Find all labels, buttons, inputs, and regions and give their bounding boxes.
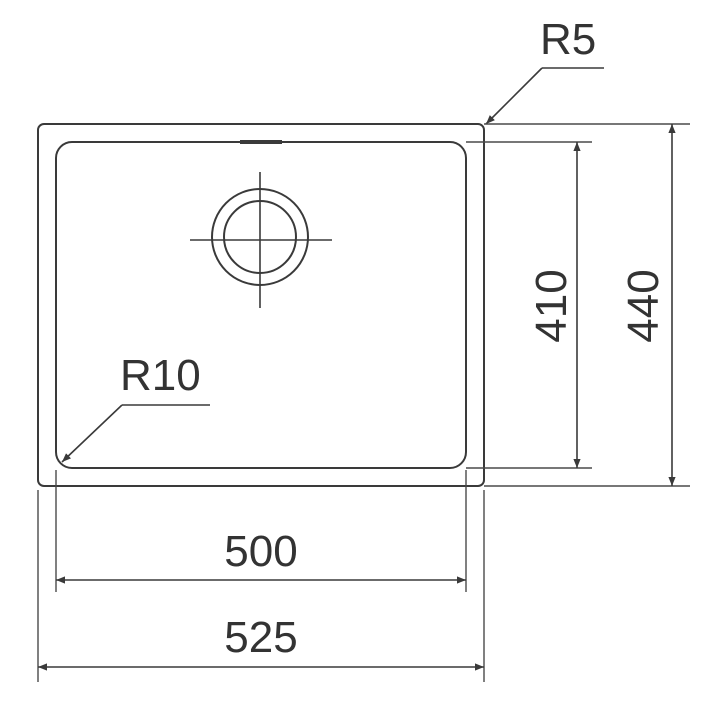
horizontal-extension-lines xyxy=(37,470,485,682)
vertical-extension-lines xyxy=(466,123,690,487)
outer-height-dimension: 440 xyxy=(619,124,676,486)
outer-width-dimension: 525 xyxy=(38,613,484,671)
inner-radius-label: R10 xyxy=(120,351,201,400)
sink-outer-outline xyxy=(37,123,485,487)
drain xyxy=(190,172,332,308)
inner-radius-callout: R10 xyxy=(61,351,210,463)
inner-width-label: 500 xyxy=(224,527,297,576)
outer-radius-label: R5 xyxy=(540,15,596,64)
outer-height-label: 440 xyxy=(619,269,668,342)
outer-radius-callout: R5 xyxy=(485,15,604,125)
inner-height-label: 410 xyxy=(527,269,576,342)
outer-width-label: 525 xyxy=(224,613,297,662)
sink-inner-bowl xyxy=(55,141,467,469)
inner-height-dimension: 410 xyxy=(527,142,581,468)
inner-width-dimension: 500 xyxy=(56,527,466,584)
